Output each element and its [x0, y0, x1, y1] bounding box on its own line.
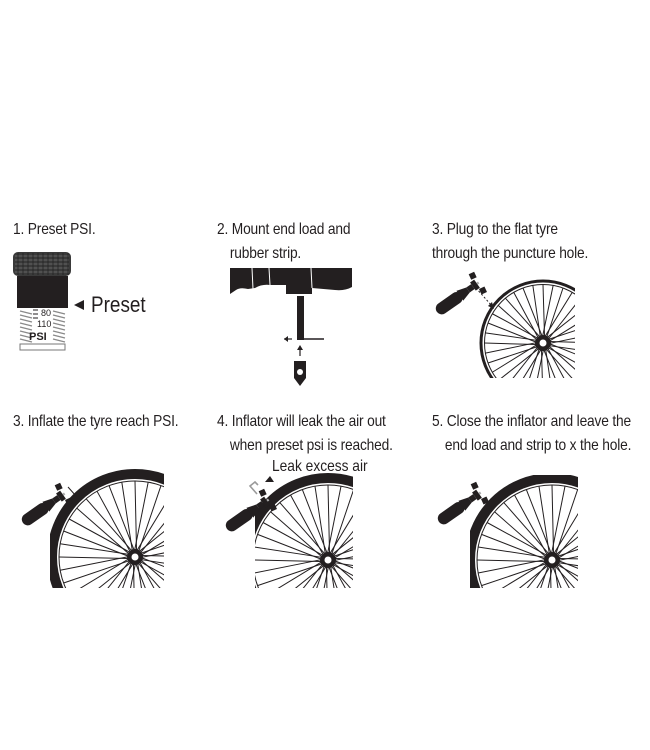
pointer-arrow-icon	[74, 300, 84, 310]
step-4-line-1: 3. Inflate the tyre reach PSI.	[13, 413, 179, 430]
step-3-caption: 3. Plug to the flat tyre through the pun…	[432, 218, 588, 266]
step-5-line-1: 4. Inflator will leak the air out	[217, 413, 386, 430]
step-1-line-1: 1. Preset PSI.	[13, 221, 96, 238]
step-6-line-2: end load and strip to x the hole.	[444, 437, 632, 454]
step-3-line-2: through the puncture hole.	[432, 245, 589, 262]
step-6-caption: 5. Close the inflator and leave the end …	[432, 410, 631, 458]
step-5-line-2: when preset psi is reached.	[229, 437, 393, 454]
step-3-line-1: 3. Plug to the flat tyre	[432, 221, 558, 238]
step-2-caption: 2. Mount end load and rubber strip.	[217, 218, 351, 266]
leak-excess-air-label: Leak excess air	[272, 458, 368, 475]
step-4-caption: 3. Inflate the tyre reach PSI.	[13, 410, 179, 434]
gauge-mark-110: 110	[37, 319, 51, 329]
step-5-caption: 4. Inflator will leak the air out when p…	[217, 410, 393, 458]
step-6-line-1: 5. Close the inflator and leave the	[432, 413, 631, 430]
gauge-mark-80: 80	[41, 308, 51, 318]
step-2-line-1: 2. Mount end load and	[217, 221, 351, 238]
step-2-line-2: rubber strip.	[229, 245, 302, 262]
gauge-unit: PSI	[29, 331, 47, 343]
step-1-caption: 1. Preset PSI.	[13, 218, 96, 242]
preset-label: Preset	[91, 292, 146, 317]
